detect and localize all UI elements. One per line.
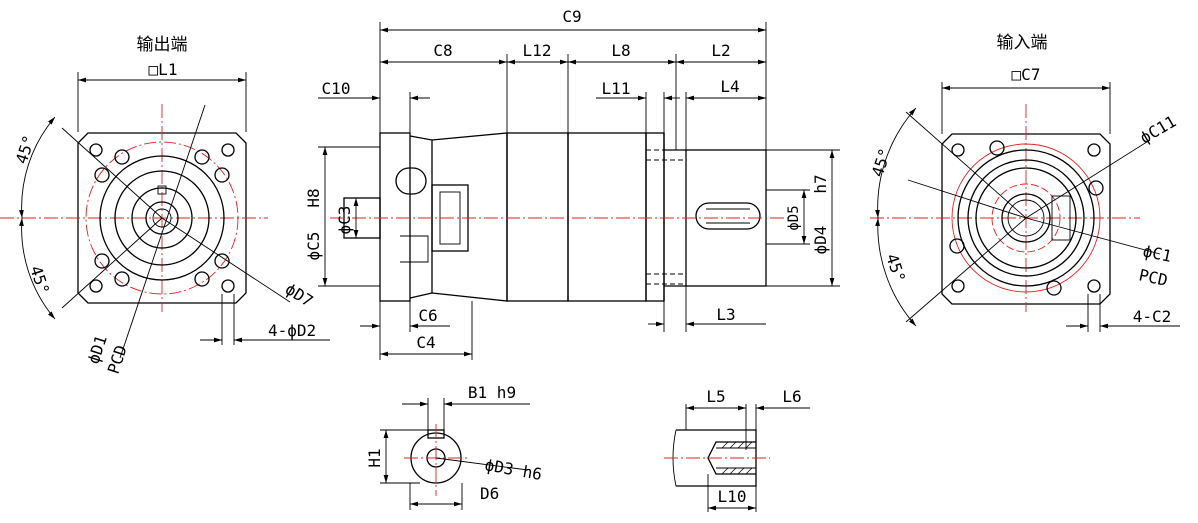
dim-h7-label: h7	[811, 174, 830, 193]
pcd-label-input: PCD	[1137, 265, 1169, 290]
dim-C4-label: C4	[416, 333, 435, 352]
dim-D4-label: ϕD4	[811, 226, 830, 255]
dim-C6-label: C6	[418, 306, 437, 325]
dim-D5-label: ϕD5	[786, 205, 802, 230]
dim-L4-label: L4	[720, 77, 739, 96]
hatch-lines	[721, 441, 753, 475]
dim-C9-label: C9	[562, 7, 581, 26]
shaft-key-detail: B1 h9 H1 ϕD3 h6 D6	[365, 383, 544, 510]
dim-L8-label: L8	[611, 41, 630, 60]
angle-label-input-upper: 45°	[868, 146, 895, 179]
dim-L11-label: L11	[602, 79, 631, 98]
dim-C8-label: C8	[433, 41, 452, 60]
input-end-title: 输入端	[997, 33, 1048, 53]
pcd-label-output: PCD	[104, 343, 131, 376]
dim-L3-label: L3	[716, 305, 735, 324]
angle-label-upper: 45°	[12, 133, 39, 166]
dim-H8-label: H8	[304, 188, 323, 207]
dim-L2-label: L2	[711, 41, 730, 60]
angle-label-input-lower: 45°	[882, 251, 909, 284]
dim-C5-label: ϕC5	[304, 232, 323, 261]
dim-D3-label: ϕD3 h6	[483, 455, 543, 484]
input-flange-holes	[949, 140, 1104, 296]
dim-D6-label: D6	[480, 484, 499, 503]
input-end-view: 输入端 □C7 45°	[868, 33, 1180, 332]
dim-H1-label: H1	[365, 448, 384, 467]
dim-L12-label: L12	[523, 41, 552, 60]
dim-L10-label: L10	[718, 487, 747, 506]
dim-L5-label: L5	[706, 387, 725, 406]
dim-C1-label: ϕC1	[1141, 241, 1173, 266]
flange-holes	[89, 143, 235, 293]
dim-L6-label: L6	[782, 387, 801, 406]
dim-C10-label: C10	[322, 79, 351, 98]
dim-C2-label: 4-C2	[1133, 307, 1172, 326]
tapped-hole-detail: L5 L6 L10	[664, 387, 810, 512]
output-end-title: 输出端	[137, 35, 188, 55]
dim-D2-label: 4-ϕD2	[268, 321, 316, 340]
dim-D7-label: ϕD7	[282, 279, 317, 310]
dim-B1-label: B1 h9	[468, 383, 516, 402]
dim-C11-label: ϕC11	[1137, 112, 1180, 148]
side-view: C9 C8 L12 L8 L2 C10 L11 L4	[304, 7, 840, 360]
output-end-view: 输出端 □L1	[0, 35, 330, 376]
dim-C3-label: ϕC3	[335, 206, 354, 235]
dim-L1-label: □L1	[149, 60, 178, 79]
dim-C7-label: □C7	[1012, 65, 1041, 84]
angle-label-lower: 45°	[26, 263, 53, 296]
